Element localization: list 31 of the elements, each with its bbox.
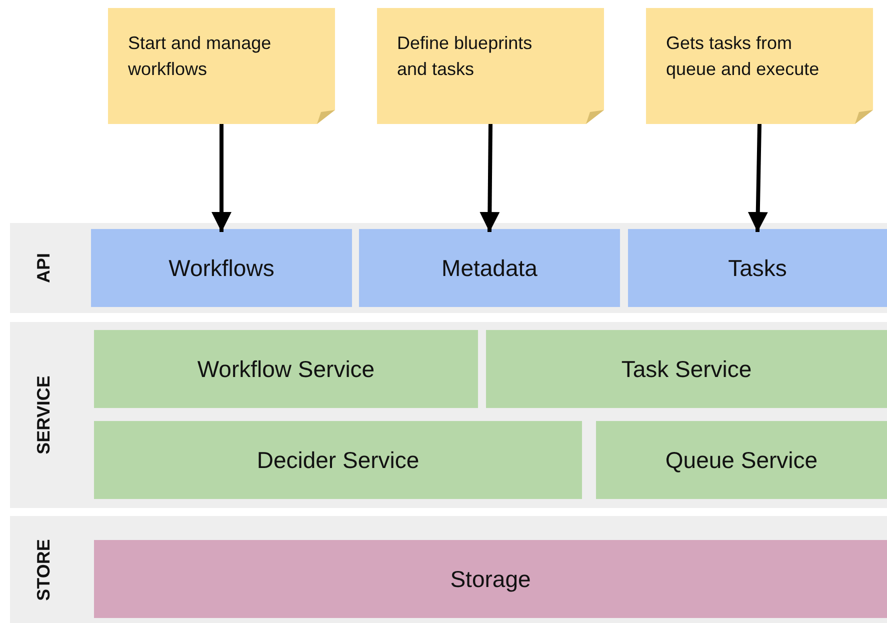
layer-band	[10, 516, 887, 623]
layer-label: API	[34, 253, 54, 283]
api-block	[628, 229, 887, 307]
arrow	[480, 124, 500, 232]
block-label: Tasks	[728, 254, 787, 282]
block-label: Storage	[450, 566, 531, 592]
block-label: Task Service	[621, 356, 752, 382]
storage-block	[94, 540, 887, 618]
sticky-note	[377, 8, 604, 124]
block-label: Queue Service	[665, 446, 818, 474]
note-text: Gets tasks from queue and execute	[666, 32, 820, 81]
api-block	[91, 229, 352, 307]
layer-band	[10, 223, 887, 313]
arrow	[212, 124, 232, 232]
block-label: Workflows	[168, 254, 274, 282]
block-label: Decider Service	[256, 446, 420, 474]
block-label: Workflow Service	[197, 356, 375, 382]
service-block	[94, 330, 478, 408]
sticky-note	[646, 8, 873, 124]
block-label: Metadata	[442, 254, 538, 282]
layer-band	[10, 322, 887, 508]
layer-label: STORE	[34, 538, 54, 600]
service-block	[486, 330, 887, 408]
service-block	[94, 421, 582, 499]
sticky-note	[108, 8, 335, 124]
arrow	[748, 124, 768, 232]
layer-label: SERVICE	[34, 376, 54, 454]
note-text: Start and manage workflows	[128, 32, 272, 81]
service-block	[596, 421, 887, 499]
note-text: Define blueprints and tasks	[397, 32, 534, 81]
api-block	[359, 229, 620, 307]
